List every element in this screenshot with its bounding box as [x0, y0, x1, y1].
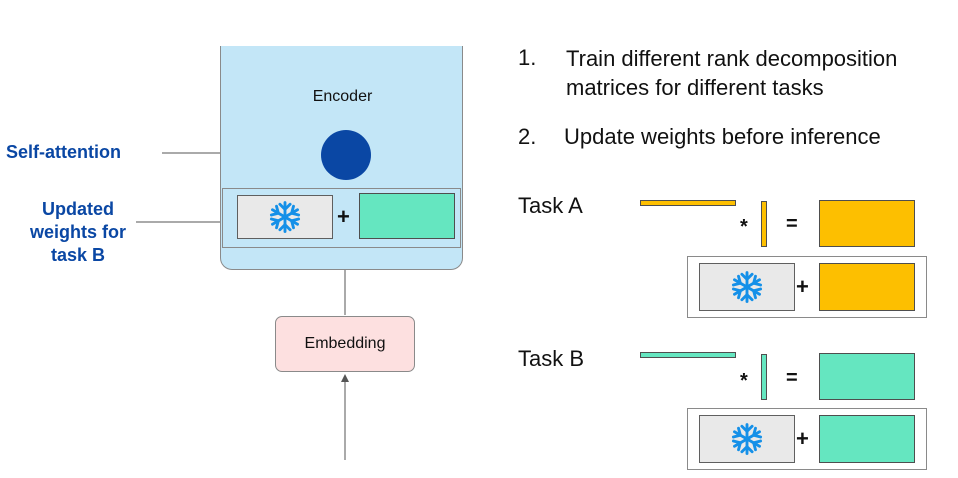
step-number: 2. — [518, 124, 537, 149]
updated-weights-line: weights for — [29, 222, 126, 242]
task-a-delta-weights — [819, 200, 915, 247]
plus-operator: + — [796, 426, 809, 451]
embedding-block: Embedding — [275, 316, 415, 372]
snowflake-icon — [730, 422, 764, 456]
updated-weights-line: task B — [50, 245, 106, 265]
task-b-delta-weights — [819, 415, 915, 463]
snowflake-icon — [730, 270, 764, 304]
frozen-weights-box — [699, 263, 795, 311]
task-b-delta-weights — [819, 353, 915, 400]
task-a-merged-weights: + — [687, 256, 927, 318]
plus-operator: + — [337, 204, 350, 229]
task-a-label: Task A — [518, 193, 583, 218]
snowflake-icon — [268, 200, 302, 234]
plus-operator: + — [796, 274, 809, 299]
task-b-merged-weights: + — [687, 408, 927, 470]
task-a-matrix-a — [761, 201, 767, 247]
step-line: Update weights before inference — [564, 124, 881, 149]
frozen-weights-box — [699, 415, 795, 463]
updated-weights-label: Updated weights for task B — [14, 198, 142, 267]
updated-weights-frame: + — [222, 188, 461, 248]
frozen-weights-box — [237, 195, 333, 239]
multiply-operator: * — [740, 216, 748, 238]
step-text: Update weights before inference — [564, 122, 881, 151]
step-text: Train different rank decomposition matri… — [566, 44, 897, 102]
self-attention-node — [321, 130, 371, 180]
step-line: Train different rank decomposition — [566, 46, 898, 71]
multiply-operator: * — [740, 370, 748, 392]
task-b-label: Task B — [518, 346, 585, 371]
encoder-block: Encoder + — [220, 46, 463, 270]
self-attention-label: Self-attention — [6, 142, 121, 162]
step-number: 1. — [518, 45, 537, 70]
task-a-delta-weights — [819, 263, 915, 311]
equals-operator: = — [786, 367, 798, 389]
updated-weights-line: Updated — [42, 199, 114, 219]
embedding-label: Embedding — [304, 335, 386, 352]
equals-operator: = — [786, 213, 798, 235]
task-a-matrix-b — [640, 200, 736, 206]
encoder-label: Encoder — [312, 88, 373, 105]
step-line: matrices for different tasks — [566, 75, 824, 100]
lora-update-box — [359, 193, 455, 239]
task-b-matrix-a — [761, 354, 767, 400]
task-b-matrix-b — [640, 352, 736, 358]
